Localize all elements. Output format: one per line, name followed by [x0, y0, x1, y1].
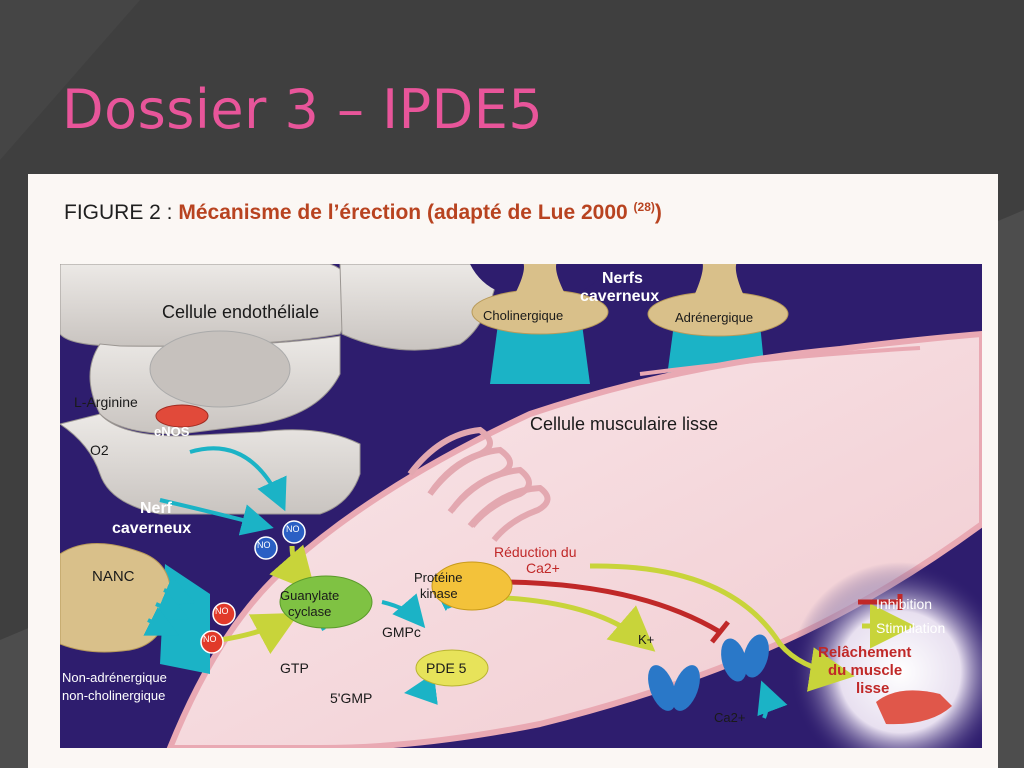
figure-label: FIGURE 2 : [64, 201, 179, 224]
guanylate-cyclase-label-1: Guanylate [280, 588, 340, 603]
ca-reduction-label-2: Ca2+ [526, 560, 560, 576]
erection-mechanism-diagram [60, 264, 982, 748]
no-bubble-3: NO [215, 606, 229, 616]
figure-title: Mécanisme de l’érection [178, 201, 422, 224]
o2-label: O2 [90, 442, 109, 458]
five-gmp-label: 5'GMP [330, 690, 373, 706]
endothelial-cell-label: Cellule endothéliale [162, 302, 320, 322]
no-bubble-1: NO [286, 524, 300, 534]
protein-kinase-label-1: Protéine [414, 570, 463, 585]
guanylate-cyclase-label-2: cyclase [288, 604, 332, 619]
k-plus-label: K+ [638, 632, 655, 647]
nerve-label-2: caverneux [112, 520, 192, 537]
relaxation-label-1: Relâchement [818, 644, 912, 661]
nanc-full-label-1: Non-adrénergique [62, 670, 167, 685]
smooth-muscle-cell-label: Cellule musculaire lisse [530, 414, 719, 434]
nerve-label-1: Nerf [140, 500, 173, 517]
legend-inhibition: Inhibition [876, 596, 933, 612]
no-bubble-4: NO [203, 634, 217, 644]
figure-panel: FIGURE 2 : Mécanisme de l’érection (adap… [28, 174, 998, 768]
ca-channel-label: Ca2+ [714, 710, 746, 725]
nanc-full-label-2: non-cholinergique [62, 688, 166, 703]
legend-stimulation: Stimulation [876, 620, 946, 636]
relaxation-label-3: lisse [856, 680, 890, 697]
figure-caption: FIGURE 2 : Mécanisme de l’érection (adap… [64, 200, 662, 225]
cholinergic-label: Cholinergique [483, 308, 564, 323]
l-arginine-label: L-Arginine [74, 394, 138, 410]
no-bubble-2: NO [257, 540, 271, 550]
adrenergic-label: Adrénergique [675, 310, 754, 325]
protein-kinase-label-2: kinase [420, 586, 458, 601]
cavernous-nerves-title-2: caverneux [580, 288, 660, 305]
ca-reduction-label-1: Réduction du [494, 544, 577, 560]
pde5-label: PDE 5 [426, 660, 467, 676]
enos-label: eNOS [154, 424, 190, 439]
relaxation-label-2: du muscle [828, 662, 903, 679]
cavernous-nerves-title-1: Nerfs [602, 270, 643, 287]
gmpc-label: GMPc [382, 624, 421, 640]
slide-title: Dossier 3 – IPDE5 [62, 78, 544, 141]
nanc-label: NANC [92, 568, 135, 585]
figure-source: (adapté de Lue 2000 (28)) [426, 200, 662, 224]
gtp-label: GTP [280, 660, 309, 676]
